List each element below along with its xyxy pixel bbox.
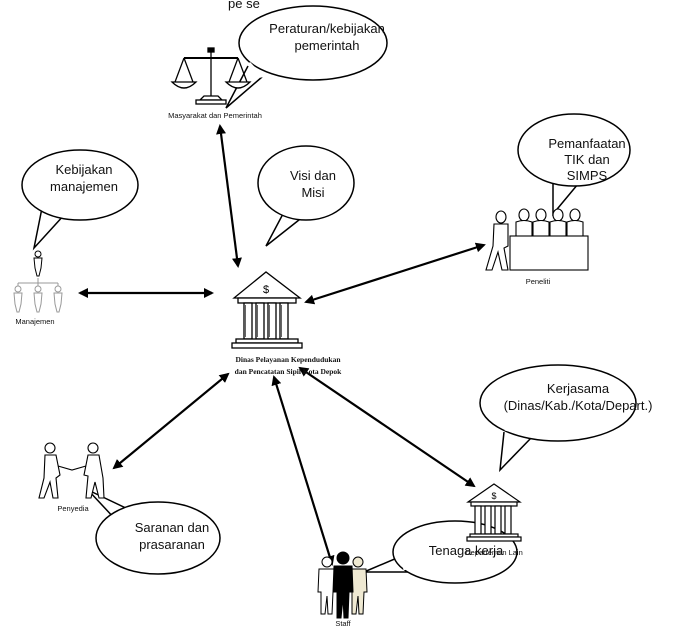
bubble-pemanfaatan: Pemanfaatan TIK dan SIMPS xyxy=(517,113,631,217)
node-staff: Staff xyxy=(317,551,368,627)
bubble-peraturan: Peraturan/kebijakan pemerintah xyxy=(225,5,388,109)
bubble-visi: Visi dan Misi xyxy=(257,145,355,247)
arrow-center-peneliti xyxy=(304,242,486,305)
bubble-kerjasama-line2: (Dinas/Kab./Kota/Depart.) xyxy=(504,398,653,413)
node-departemen-label: Departemen Lain xyxy=(465,548,523,557)
bubble-peraturan-line2: pemerintah xyxy=(294,38,359,53)
bank-icon xyxy=(466,483,522,542)
bubble-kebijakan-line2: manajemen xyxy=(50,179,118,194)
arrow-center-departemen xyxy=(298,366,476,488)
bubble-kebijakan: Kebijakan manajemen xyxy=(21,149,139,251)
bubble-saranan: Saranan dan prasaranan xyxy=(87,489,221,575)
departemen-dollar-symbol: $ xyxy=(491,491,496,501)
researchers-icon xyxy=(485,208,589,271)
node-manajemen-label: Manajemen xyxy=(15,317,54,326)
node-peneliti-label: Peneliti xyxy=(526,277,551,286)
node-masyarakat: Masyarakat dan Pemerintah xyxy=(168,47,262,120)
arrow-center-staff xyxy=(271,375,335,566)
center-label-line2: dan Pencatatan Sipil Kota Depok xyxy=(235,367,343,376)
node-penyedia: Penyedia xyxy=(38,442,105,513)
center-building: $ Dinas Pelayanan Kependudukan dan Penca… xyxy=(231,271,343,376)
partial-top-text: pe se xyxy=(228,0,260,11)
bubble-saranan-line1: Saranan dan xyxy=(135,520,209,535)
bubble-pemanfaatan-line2: TIK dan xyxy=(564,152,610,167)
bubble-visi-line2: Misi xyxy=(301,185,324,200)
bubble-visi-line1: Visi dan xyxy=(290,168,336,183)
connector-arrows xyxy=(78,124,486,566)
bubble-peraturan-line1: Peraturan/kebijakan xyxy=(269,21,385,36)
bubble-kerjasama-line1: Kerjasama xyxy=(547,381,610,396)
arrow-center-penyedia xyxy=(112,372,230,470)
node-manajemen: Manajemen xyxy=(13,250,63,326)
bubble-pemanfaatan-line1: Pemanfaatan xyxy=(548,136,625,151)
node-peneliti: Peneliti xyxy=(485,208,589,286)
bubble-pemanfaatan-line3: SIMPS xyxy=(567,168,608,183)
center-bank-icon xyxy=(231,271,303,349)
center-label-line1: Dinas Pelayanan Kependudukan xyxy=(235,355,341,364)
bubble-kebijakan-line1: Kebijakan xyxy=(55,162,112,177)
org-chart-icon xyxy=(13,250,63,313)
handshake-icon xyxy=(38,442,105,499)
node-departemen: $ Departemen Lain xyxy=(465,483,523,557)
scales-icon xyxy=(170,47,252,105)
node-penyedia-label: Penyedia xyxy=(57,504,89,513)
bubble-kerjasama: Kerjasama (Dinas/Kab./Kota/Depart.) xyxy=(479,364,653,473)
people-group-icon xyxy=(317,551,368,619)
bubble-tenaga-line1: Tenaga kerja xyxy=(429,543,504,558)
bubble-saranan-line2: prasaranan xyxy=(139,537,205,552)
node-staff-label: Staff xyxy=(335,619,351,627)
arrow-center-masyarakat xyxy=(216,124,242,268)
node-masyarakat-label: Masyarakat dan Pemerintah xyxy=(168,111,262,120)
center-dollar-symbol: $ xyxy=(263,284,269,296)
